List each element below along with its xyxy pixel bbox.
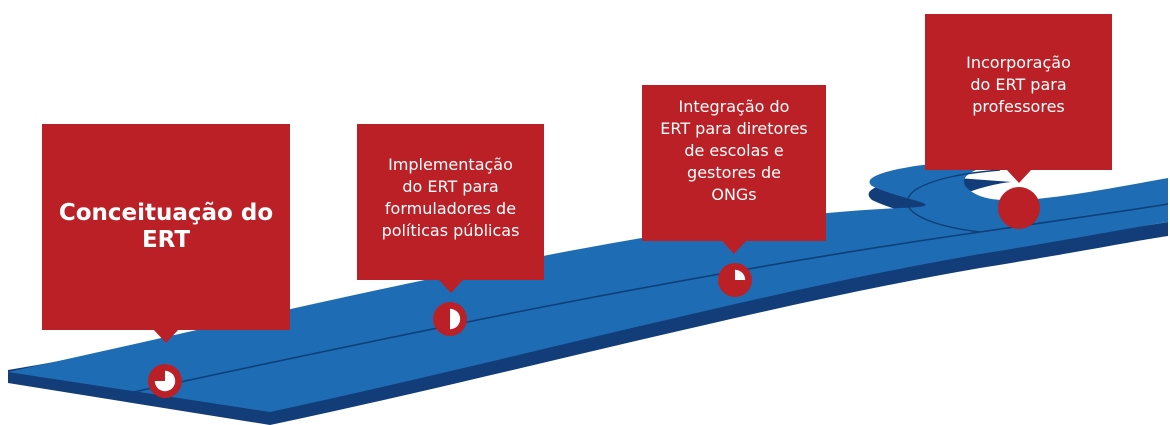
stage-label-2: Implementação do ERT para formuladores d… [381,155,520,240]
stage-callout-2: Implementação do ERT para formuladores d… [357,124,544,280]
stage-label-3: Integração do ERT para diretores de esco… [660,97,808,204]
stage-callout-1: Conceituação do ERT [42,124,290,330]
stage-callout-3: Integração do ERT para diretores de esco… [642,85,826,241]
stage-callout-4: Incorporação do ERT para professores [925,14,1112,170]
road-center-line-curve [906,169,1001,233]
stage-marker-4 [998,187,1040,229]
stage-marker-3 [718,263,752,297]
stage-label-4: Incorporação do ERT para professores [966,53,1071,116]
stage-marker-2 [433,302,467,336]
road-surface [8,164,1168,412]
stage-marker-1 [148,364,182,398]
stage-label-1: Conceituação do ERT [58,200,274,253]
road-center-line [119,203,1169,396]
